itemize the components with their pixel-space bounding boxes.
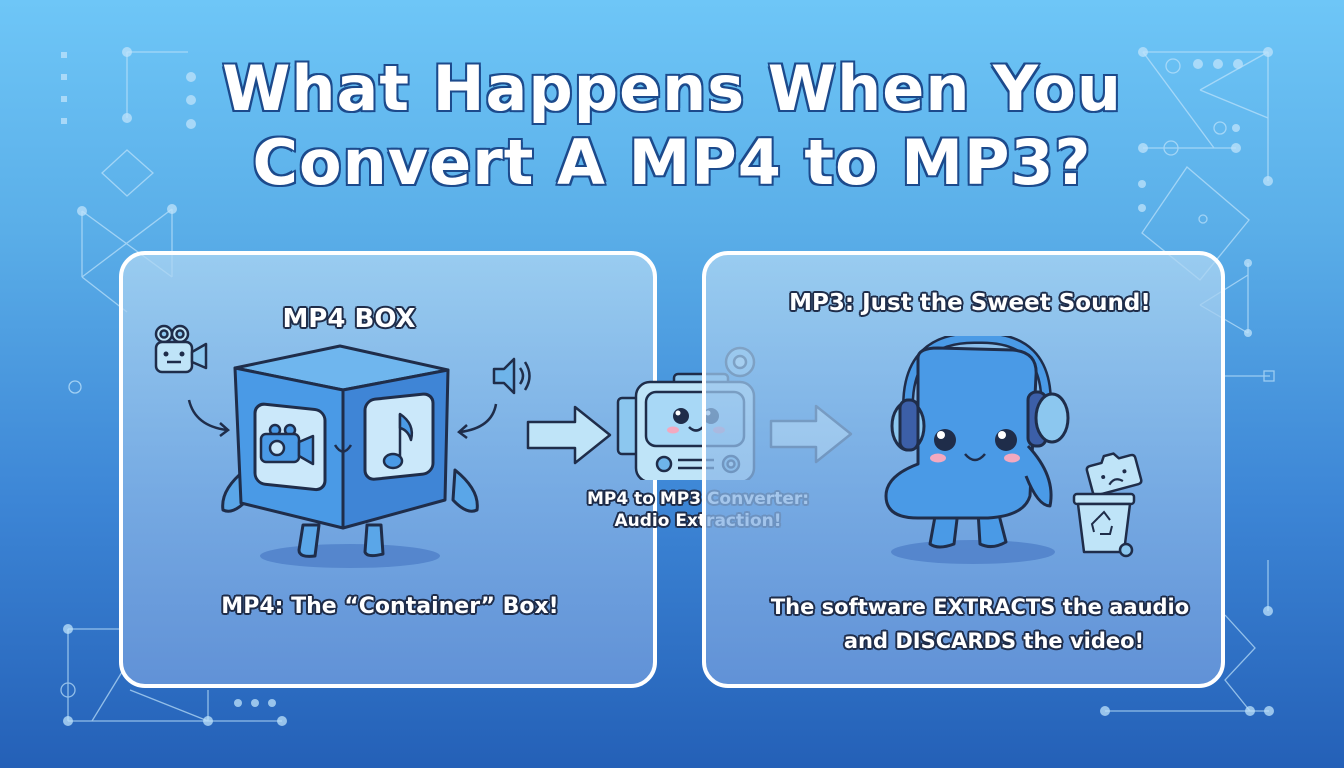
recycle-bin-icon (1072, 492, 1136, 558)
mp3-caption-line-1: The software EXTRACTS the aaudio (770, 595, 1190, 619)
mp4-box-character (221, 344, 479, 568)
title-line-1: What Happens When You (221, 51, 1123, 127)
mp4-box-heading: MP4 BOX (282, 304, 416, 334)
mp3-caption: The software EXTRACTS the aaudio and DIS… (755, 590, 1205, 658)
mp3-heading: MP3: Just the Sweet Sound! (789, 290, 1151, 316)
mp3-caption-line-2: and DISCARDS the video! (843, 629, 1145, 653)
video-camera-character-icon (154, 324, 208, 374)
page-title: What Happens When You Convert A MP4 to M… (0, 51, 1344, 201)
speaker-icon (492, 357, 531, 395)
curved-arrow-icon (187, 399, 230, 437)
arrow-right-icon (526, 405, 612, 465)
title-line-2: Convert A MP4 to MP3? (251, 125, 1092, 201)
curved-arrow-icon (457, 403, 498, 439)
headphones-character-icon (884, 336, 1070, 564)
sad-camera-icon (1085, 452, 1143, 496)
mp4-caption: MP4: The “Container” Box! (221, 594, 559, 619)
